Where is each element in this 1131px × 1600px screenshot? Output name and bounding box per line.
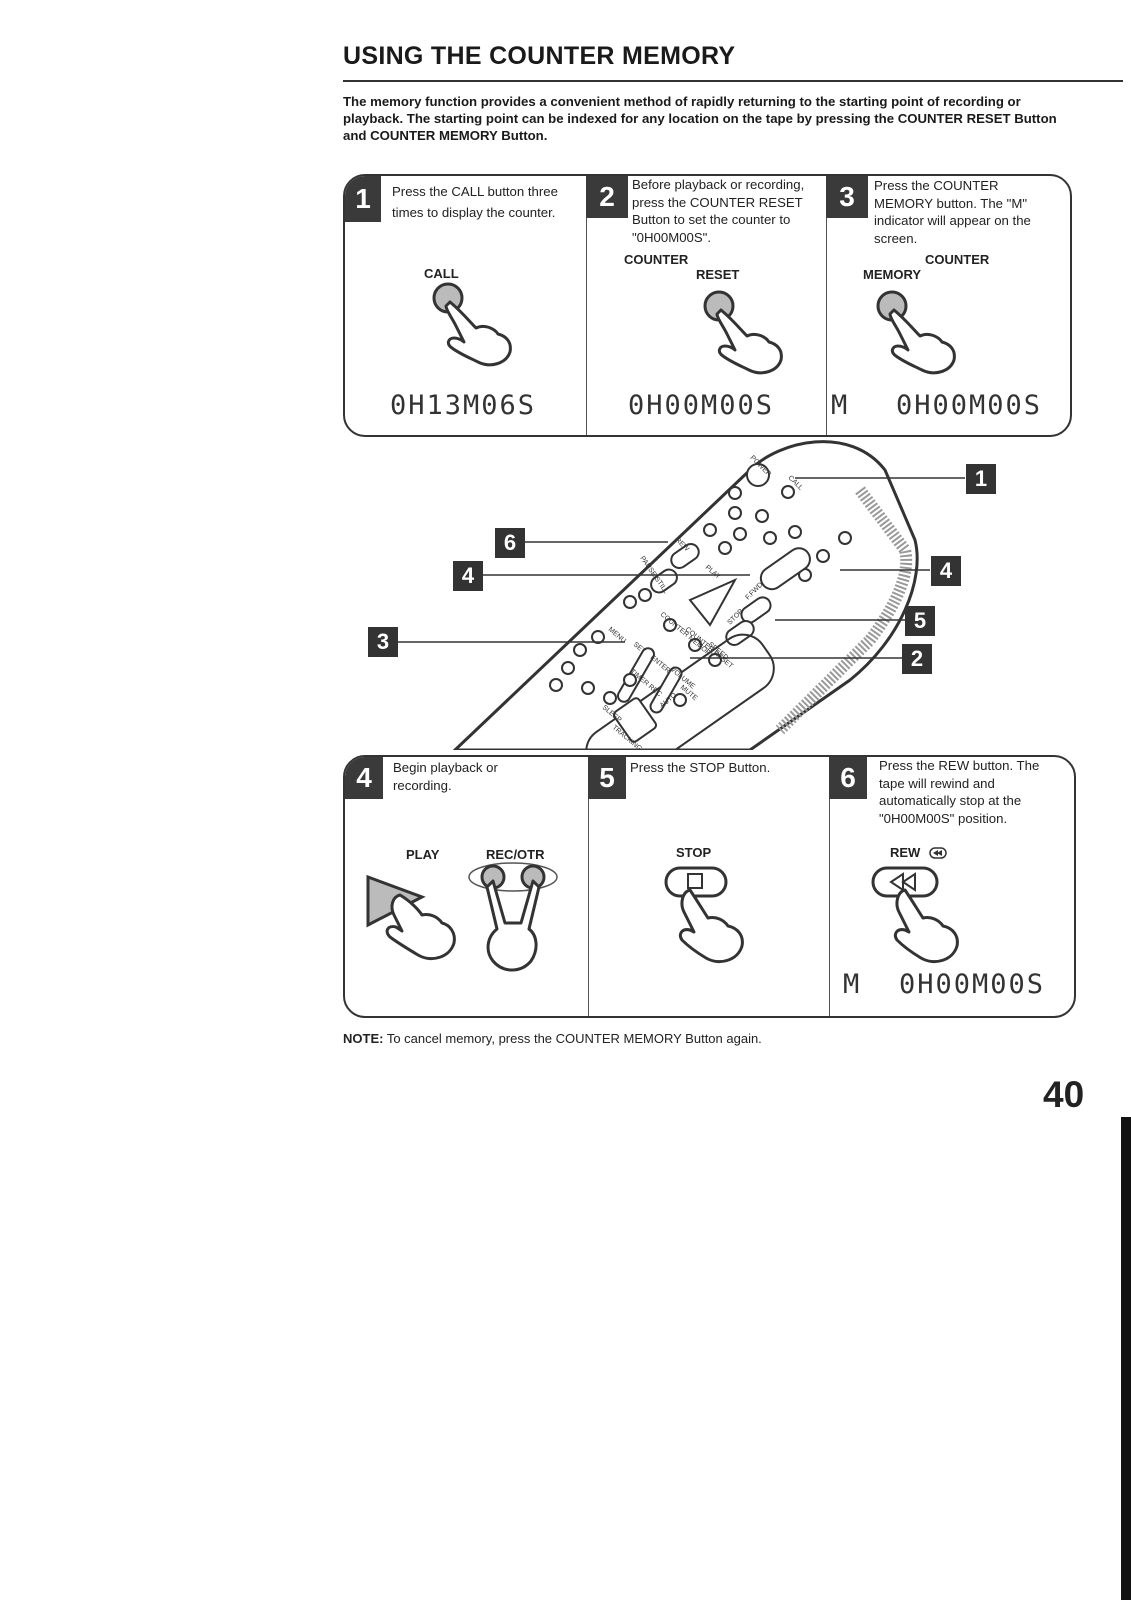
counter-label: COUNTER (624, 252, 689, 267)
step-3-cell: 3 Press the COUNTER MEMORY button. The "… (826, 176, 1068, 435)
step-3-text: Press the COUNTER MEMORY button. The "M"… (874, 178, 1031, 246)
stop-label: STOP (676, 845, 712, 860)
page-title: USING THE COUNTER MEMORY (343, 42, 736, 70)
rec-otr-press-icon (468, 862, 558, 972)
remote-callout-5: 5 (905, 606, 935, 636)
rew-small-icon (929, 847, 947, 859)
step-2-text: Before playback or recording, press the … (632, 177, 805, 245)
remote-callout-4-left: 4 (453, 561, 483, 591)
remote-control-illustration: POWER CALL REW PLAY PAUSE/STILL F.FWD ST… (398, 440, 965, 750)
rew-press-icon (871, 866, 959, 963)
page-number: 40 (1043, 1074, 1085, 1115)
step-2-cell: 2 Before playback or recording, press th… (586, 176, 827, 435)
steps-top-panel: 1 Press the CALL button three times to d… (343, 174, 1072, 437)
step-6-indicator: M (843, 969, 862, 1000)
step-3-badge: 3 (826, 176, 868, 218)
steps-bottom-panel: 4 Begin playback or recording. PLAY REC/… (343, 755, 1076, 1018)
title-rule (343, 80, 1123, 82)
step-5-cell: 5 Press the STOP Button. STOP (588, 757, 830, 1016)
finger-press-icon (876, 290, 956, 375)
step-6-text: Press the REW button. The tape will rewi… (879, 758, 1040, 826)
step-3-indicator: M (831, 390, 850, 421)
rec-otr-label: REC/OTR (486, 847, 545, 862)
counter-label: COUNTER (925, 252, 990, 267)
remote-callout-4-right: 4 (931, 556, 961, 586)
step-6-display: 0H00M00S (899, 969, 1046, 1000)
step-1-text: Press the CALL button three times to dis… (392, 184, 558, 220)
intro-paragraph: The memory function provides a convenien… (343, 94, 1057, 143)
step-4-cell: 4 Begin playback or recording. PLAY REC/… (345, 757, 589, 1016)
remote-callout-1: 1 (966, 464, 996, 494)
step-1-cell: 1 Press the CALL button three times to d… (345, 176, 587, 435)
page-edge-bar (1121, 1117, 1131, 1600)
step-5-text: Press the STOP Button. (630, 760, 771, 775)
remote-callout-3: 3 (368, 627, 398, 657)
step-2-display: 0H00M00S (628, 390, 775, 421)
play-press-icon (366, 874, 456, 960)
note-text: To cancel memory, press the COUNTER MEMO… (383, 1031, 762, 1046)
note-label: NOTE: (343, 1031, 384, 1046)
call-label: CALL (424, 266, 459, 281)
stop-press-icon (664, 866, 744, 963)
step-5-badge: 5 (588, 757, 626, 799)
play-label: PLAY (406, 847, 440, 862)
remote-callout-2: 2 (902, 644, 932, 674)
reset-label: RESET (696, 267, 740, 282)
step-4-badge: 4 (345, 757, 383, 799)
memory-label: MEMORY (863, 267, 922, 282)
finger-press-icon (703, 290, 783, 375)
step-4-text: Begin playback or recording. (393, 760, 498, 793)
step-6-cell: 6 Press the REW button. The tape will re… (829, 757, 1072, 1016)
remote-callout-6: 6 (495, 528, 525, 558)
step-2-badge: 2 (586, 176, 628, 218)
step-6-badge: 6 (829, 757, 867, 799)
finger-press-icon (432, 282, 512, 367)
rew-label: REW (890, 845, 921, 860)
note: NOTE: To cancel memory, press the COUNTE… (343, 1031, 762, 1046)
step-1-display: 0H13M06S (390, 390, 537, 421)
step-3-display: 0H00M00S (896, 390, 1043, 421)
step-1-badge: 1 (345, 176, 381, 222)
